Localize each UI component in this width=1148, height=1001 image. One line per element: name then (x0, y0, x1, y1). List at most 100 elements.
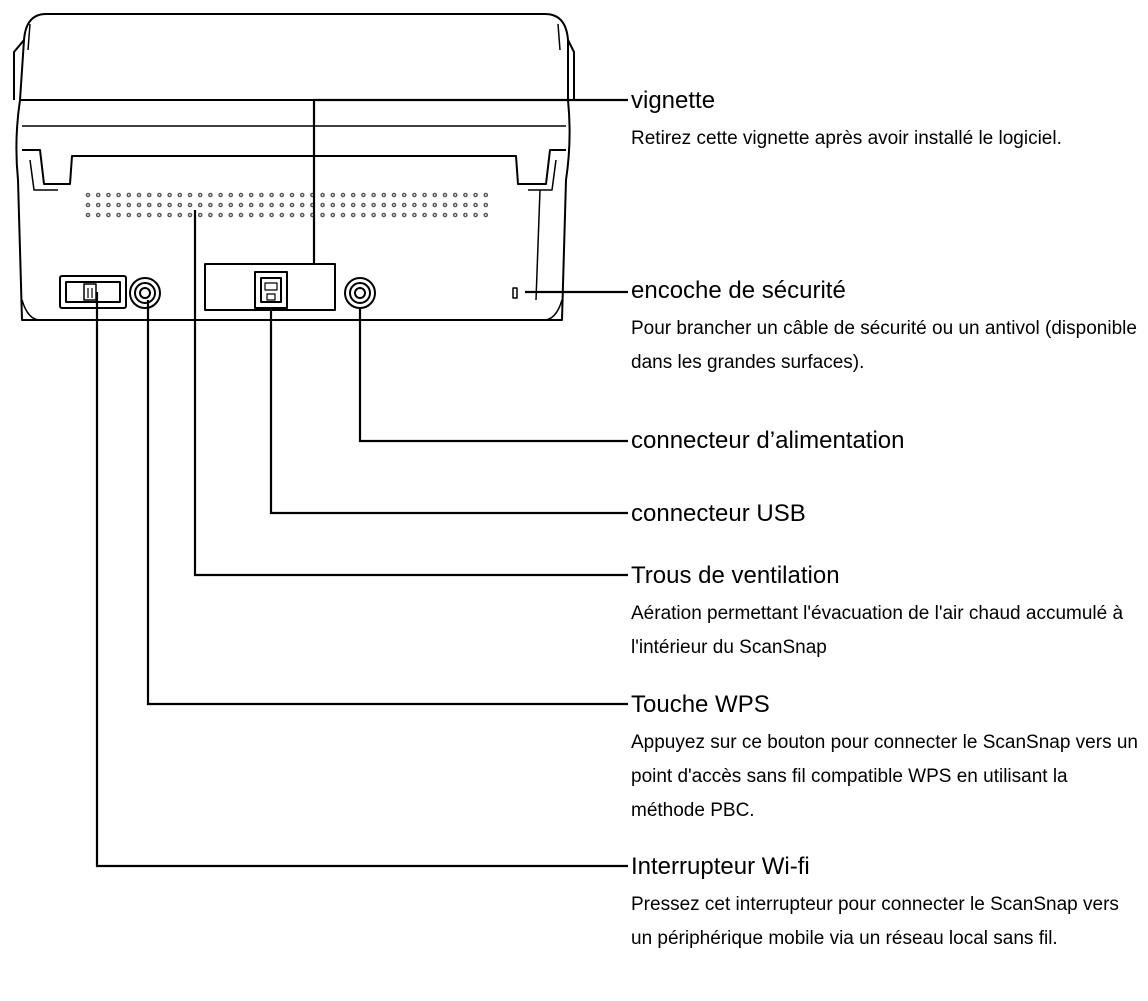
usb-port (254, 271, 288, 309)
vent-hole (473, 212, 478, 218)
vent-hole (299, 202, 305, 208)
vent-hole (106, 192, 111, 198)
callout-power-connector-title: connecteur d’alimentation (631, 427, 905, 454)
vent-hole (483, 202, 489, 208)
callout-vignette: vignette Retirez cette vignette après av… (631, 86, 1143, 156)
vent-hole (85, 202, 91, 208)
vent-hole (126, 202, 132, 208)
vent-hole (136, 192, 142, 198)
vent-hole (177, 192, 183, 198)
vent-hole (228, 192, 234, 198)
callout-security-slot-title: encoche de sécurité (631, 277, 846, 304)
vent-hole (95, 212, 101, 218)
vent-hole (371, 192, 376, 198)
vent-hole (289, 202, 295, 208)
callout-security-slot: encoche de sécurité Pour brancher un câb… (631, 276, 1143, 380)
vent-hole (422, 202, 427, 208)
vent-hole (442, 192, 448, 198)
vent-hole (401, 202, 407, 208)
vent-hole (350, 192, 356, 198)
vent-hole (269, 192, 274, 198)
leader-line-alimentation (358, 308, 628, 443)
vent-hole (381, 202, 387, 208)
vent-hole (218, 192, 223, 198)
vent-hole (299, 212, 305, 218)
vent-hole (432, 192, 438, 198)
vent-hole (401, 192, 407, 198)
vent-hole (330, 202, 336, 208)
vent-hole (126, 192, 132, 198)
vent-hole (442, 202, 448, 208)
callout-wps-button-title: Touche WPS (631, 691, 770, 718)
vent-hole (177, 202, 183, 208)
vent-hole (187, 202, 193, 208)
leader-line-usb (269, 308, 628, 515)
vent-hole (208, 202, 213, 208)
vent-hole (218, 212, 223, 218)
vent-hole (248, 192, 254, 198)
vent-hole (248, 212, 254, 218)
vent-hole (422, 192, 427, 198)
vent-hole (157, 212, 162, 218)
vent-hole (361, 192, 366, 198)
vent-hole (116, 192, 121, 198)
vent-hole (371, 212, 376, 218)
vent-hole (157, 202, 162, 208)
vent-hole (463, 192, 468, 198)
vent-hole (452, 192, 458, 198)
vent-hole (320, 202, 325, 208)
vent-hole (320, 192, 325, 198)
vent-hole (391, 202, 397, 208)
vent-hole (218, 202, 223, 208)
vent-hole (136, 202, 142, 208)
leader-line-vignette (312, 98, 628, 264)
security-slot (512, 287, 518, 299)
vent-hole (483, 212, 489, 218)
vent-hole (289, 192, 295, 198)
vent-hole (106, 212, 111, 218)
vent-hole (442, 212, 448, 218)
vent-hole (116, 202, 121, 208)
vent-hole (361, 212, 366, 218)
leader-line-wps (146, 300, 628, 706)
vent-hole (126, 212, 132, 218)
vent-hole (238, 192, 244, 198)
vent-hole (279, 212, 285, 218)
vent-hole (279, 192, 285, 198)
vent-hole (259, 192, 264, 198)
vent-hole (381, 212, 387, 218)
vent-hole (269, 212, 274, 218)
vent-hole (167, 212, 172, 218)
vent-hole (463, 202, 468, 208)
vent-hole (289, 212, 295, 218)
vent-hole (95, 202, 101, 208)
vent-hole (197, 202, 203, 208)
vent-hole (136, 212, 142, 218)
vent-hole (238, 212, 244, 218)
vent-hole (187, 192, 193, 198)
vent-hole (157, 192, 162, 198)
callout-wps-button: Touche WPS Appuyez sur ce bouton pour co… (631, 690, 1143, 828)
callout-usb-connector-title: connecteur USB (631, 500, 806, 527)
vent-hole (432, 202, 438, 208)
vent-hole (197, 192, 203, 198)
vent-hole (146, 212, 152, 218)
vent-hole (106, 202, 111, 208)
vent-hole (279, 202, 285, 208)
callout-vignette-title: vignette (631, 87, 716, 114)
vent-hole (412, 192, 417, 198)
vent-hole (116, 212, 121, 218)
vent-hole (197, 212, 203, 218)
vent-hole (473, 192, 478, 198)
vent-hole (412, 212, 417, 218)
vent-hole (452, 212, 458, 218)
vent-hole (473, 202, 478, 208)
vent-hole (167, 192, 172, 198)
label-sticker (204, 263, 336, 311)
callout-vignette-desc: Retirez cette vignette après avoir insta… (631, 128, 1062, 149)
vent-hole (432, 212, 438, 218)
vent-hole (95, 192, 101, 198)
vent-hole (85, 192, 91, 198)
